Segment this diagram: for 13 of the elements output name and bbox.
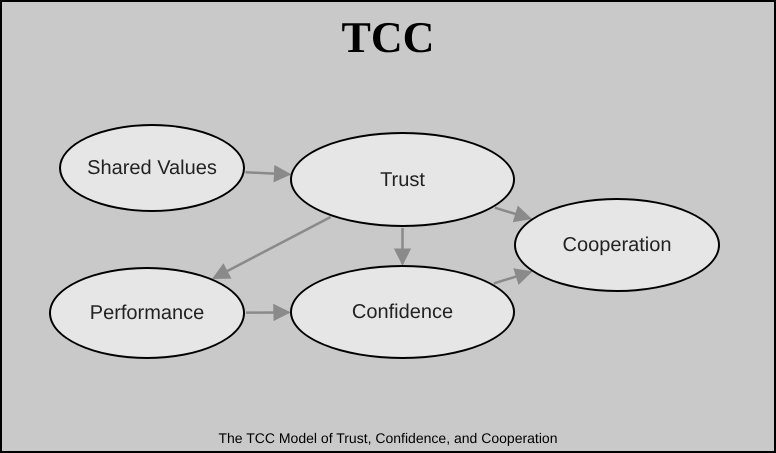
- arrow: [246, 164, 292, 182]
- node-label: Performance: [88, 301, 206, 326]
- arrow: [394, 228, 412, 266]
- arrow: [246, 304, 291, 322]
- node-label: Confidence: [350, 300, 454, 325]
- caption: The TCC Model of Trust, Confidence, and Cooperation: [218, 429, 558, 448]
- title: TCC: [342, 16, 434, 60]
- arrow: [212, 216, 332, 280]
- arrow: [494, 206, 532, 222]
- arrow: [493, 268, 533, 285]
- node-label: Shared Values: [86, 156, 218, 181]
- node-label: Trust: [379, 168, 426, 192]
- node-label: Cooperation: [562, 233, 672, 258]
